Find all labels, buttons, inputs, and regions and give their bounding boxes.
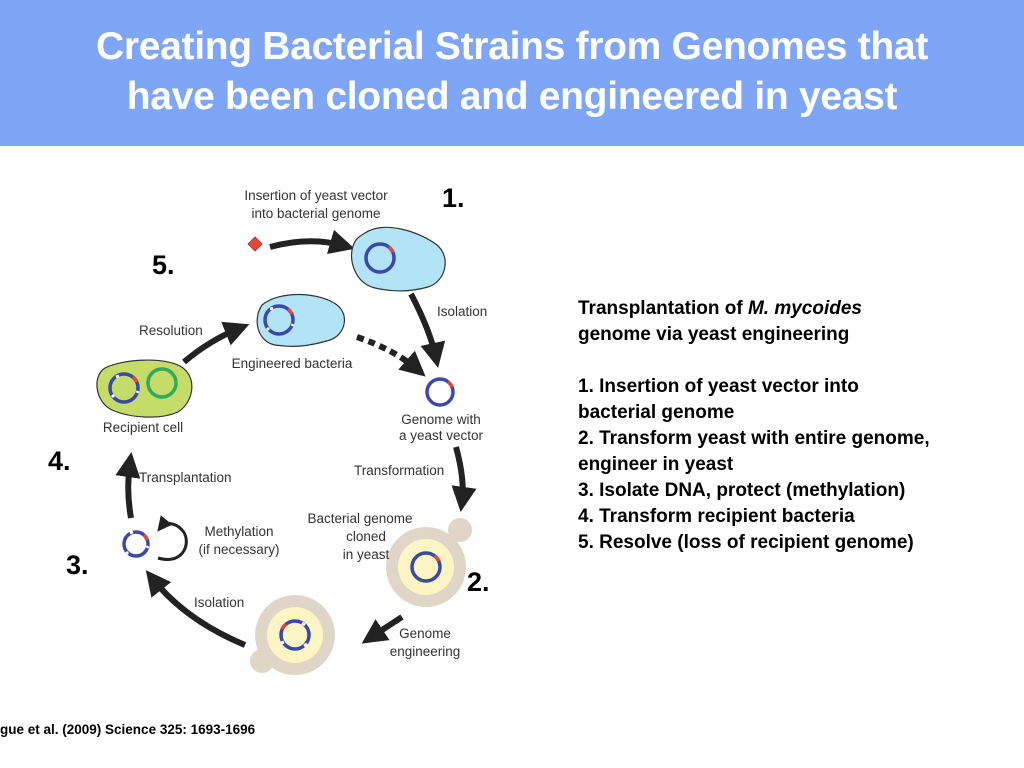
- vector-marker-engineered-bacteria: [286, 307, 294, 315]
- arrow-dotted-shortcut: [356, 334, 426, 377]
- summary-heading: Transplantation of M. mycoides: [578, 296, 938, 322]
- summary-step-1: 1. Insertion of yeast vector into bacter…: [578, 376, 859, 423]
- slide-title-line1: Creating Bacterial Strains from Genomes …: [95, 25, 929, 68]
- summary-panel: Transplantation of M. mycoides genome vi…: [578, 296, 938, 556]
- genome-ring-step2: [410, 551, 442, 583]
- title-banner: Creating Bacterial Strains from Genomes …: [0, 0, 1024, 146]
- yeast-vector-fragment: [247, 236, 263, 252]
- step-number-5: 5.: [152, 250, 175, 280]
- slide-title-line2: have been cloned and engineered in yeast: [126, 75, 898, 118]
- arrow-isolation-top: [408, 292, 446, 368]
- transplanted-genome: [108, 372, 140, 404]
- label-insertion-line2: into bacterial genome: [251, 206, 380, 221]
- label-methylation-line2: (if necessary): [198, 542, 279, 557]
- step-number-1: 1.: [442, 183, 465, 213]
- vector-marker-isolated: [142, 533, 149, 541]
- step-number-2: 2.: [467, 567, 490, 597]
- vector-marker-recipient: [131, 375, 139, 383]
- yeast-nucleus-step2: [398, 539, 454, 595]
- label-isolation-bottom: Isolation: [194, 595, 244, 610]
- genome-with-vector: [425, 377, 455, 407]
- label-transplantation: Transplantation: [139, 470, 232, 485]
- label-genome-vector-line1: Genome with: [401, 412, 481, 427]
- recipient-native-genome: [146, 367, 178, 399]
- arrow-transplantation: [115, 452, 141, 519]
- arrow-resolution: [182, 321, 250, 365]
- label-isolation-top: Isolation: [437, 304, 487, 319]
- arrow-methylation-loop: [157, 515, 188, 561]
- vector-marker-engineered: [280, 622, 288, 630]
- summary-heading-species: M. mycoides: [747, 298, 862, 319]
- label-insertion-line1: Insertion of yeast vector: [244, 188, 388, 203]
- label-engineering-line2: engineering: [390, 644, 461, 659]
- summary-step-3: 3. Isolate DNA, protect (methylation): [578, 480, 906, 501]
- engineered-bacteria-site-marks: [265, 306, 295, 332]
- label-genome-vector-line2: a yeast vector: [399, 428, 484, 443]
- genome-ring-step1: [364, 242, 396, 274]
- arrow-transformation: [451, 446, 477, 512]
- recipient-site-marks: [110, 374, 140, 399]
- isolated-site-marks: [124, 530, 150, 556]
- label-transformation: Transformation: [354, 463, 444, 478]
- summary-step-4: 4. Transform recipient bacteria: [578, 506, 855, 527]
- step-number-3: 3.: [66, 550, 89, 580]
- citation: gue et al. (2009) Science 325: 1693-1696: [0, 722, 256, 737]
- arrow-isolation-bottom: [145, 570, 247, 648]
- summary-step-5: 5. Resolve (loss of recipient genome): [578, 532, 914, 553]
- arrow-genome-engineering: [361, 614, 404, 644]
- yeast-bud-step2: [448, 518, 472, 542]
- summary-heading-line2: genome via yeast engineering: [578, 324, 850, 345]
- engineered-genome: [263, 304, 295, 336]
- engineered-bacterium: [256, 293, 346, 347]
- label-recipient-cell: Recipient cell: [103, 420, 183, 435]
- vector-marker-genome: [446, 380, 454, 388]
- genome-transplantation-cycle-diagram: Insertion of yeast vector into bacterial…: [48, 183, 490, 675]
- summary-heading-prefix: Transplantation of: [578, 298, 748, 319]
- summary-step-2: 2. Transform yeast with entire genome, e…: [578, 428, 930, 475]
- label-cloned-line2: cloned: [346, 529, 386, 544]
- label-cloned-line1: Bacterial genome: [307, 511, 412, 526]
- label-resolution: Resolution: [139, 323, 203, 338]
- isolated-genome: [122, 530, 150, 558]
- yeast-nucleus-engineered: [267, 607, 323, 663]
- slide-title: Creating Bacterial Strains from Genomes …: [0, 22, 1024, 122]
- vector-marker-step2: [433, 554, 441, 562]
- label-engineered-bacteria: Engineered bacteria: [232, 356, 353, 371]
- step-number-4: 4.: [48, 446, 71, 476]
- label-cloned-line3: in yeast: [343, 547, 390, 562]
- label-methylation-line1: Methylation: [204, 524, 273, 539]
- vector-marker-step1: [387, 245, 395, 253]
- engineered-site-marks: [280, 621, 308, 648]
- arrow-insertion: [269, 229, 355, 254]
- genome-ring-engineered: [279, 619, 311, 651]
- label-engineering-line1: Genome: [399, 626, 451, 641]
